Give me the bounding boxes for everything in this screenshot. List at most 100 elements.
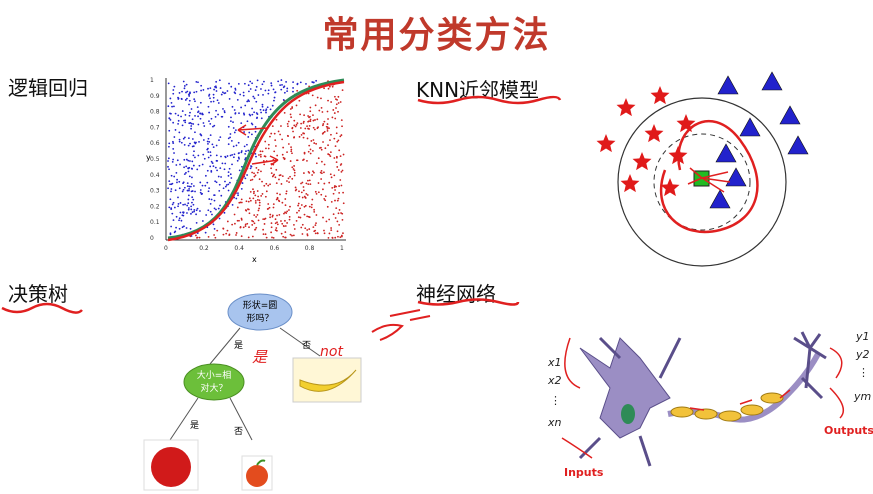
scatter-point [186, 97, 188, 100]
scatter-point [284, 219, 286, 222]
scatter-point [188, 99, 191, 102]
scatter-point [298, 209, 300, 212]
scatter-point [296, 211, 298, 214]
scatter-point [255, 226, 258, 229]
scatter-point [232, 145, 235, 148]
scatter-point [169, 118, 172, 121]
scatter-point [304, 204, 307, 207]
scatter-point [188, 188, 191, 190]
scatter-point [267, 184, 270, 187]
scatter-point [302, 189, 305, 192]
scatter-point [200, 193, 203, 195]
scatter-point [250, 165, 252, 167]
scatter-point [191, 160, 194, 163]
scatter-point [191, 145, 194, 148]
scatter-point [272, 88, 275, 91]
scatter-point [183, 225, 185, 228]
scatter-point [290, 146, 292, 149]
scatter-point [231, 223, 234, 226]
scatter-point [183, 143, 186, 146]
scatter-point [248, 197, 251, 200]
scatter-point [265, 147, 267, 150]
scatter-point [255, 100, 258, 103]
scatter-point [167, 165, 169, 168]
scatter-point [191, 118, 194, 121]
scatter-point [320, 172, 323, 175]
scatter-point [194, 156, 196, 159]
scatter-point [185, 91, 187, 94]
scatter-point [331, 116, 334, 119]
scatter-point [279, 193, 281, 196]
scatter-point [212, 100, 215, 103]
scatter-point [294, 186, 297, 189]
scatter-point [295, 219, 298, 222]
scatter-point [229, 136, 231, 139]
scatter-point [219, 204, 221, 207]
scatter-point [285, 81, 287, 83]
scatter-point [304, 227, 307, 230]
scatter-point [293, 136, 295, 139]
scatter-point [209, 154, 212, 157]
scatter-point [336, 230, 339, 233]
scatter-point [191, 176, 193, 179]
scatter-point [186, 182, 189, 184]
scatter-point [187, 198, 190, 201]
scatter-point [287, 125, 289, 128]
scatter-point [186, 189, 189, 192]
scatter-point [322, 216, 324, 219]
scatter-point [181, 190, 184, 193]
scatter-point [286, 122, 289, 125]
scatter-point [244, 225, 247, 227]
scatter-point [196, 106, 199, 109]
scatter-point [190, 108, 193, 110]
scatter-point [294, 189, 297, 192]
scatter-point [329, 155, 332, 158]
scatter-point [211, 143, 214, 146]
scatter-point [227, 183, 230, 186]
scatter-point [233, 153, 236, 156]
scatter-point [281, 83, 283, 86]
scatter-point [184, 99, 187, 101]
scatter-point [260, 88, 262, 90]
scatter-point [220, 194, 223, 197]
scatter-point [187, 137, 190, 140]
input-x2: x2 [547, 374, 562, 387]
scatter-point [265, 182, 268, 185]
scatter-point [329, 173, 332, 176]
scatter-point [207, 137, 210, 140]
y-tick-label: 0.2 [150, 203, 160, 210]
scatter-point [251, 82, 254, 85]
scatter-point [228, 98, 231, 100]
scatter-point [340, 134, 343, 136]
scatter-point [190, 208, 193, 211]
scatter-point [309, 148, 312, 151]
scatter-point [218, 79, 221, 82]
scatter-point [259, 153, 262, 156]
scatter-point [234, 112, 237, 115]
scatter-point [189, 160, 191, 162]
scatter-point [193, 150, 195, 153]
scatter-point [296, 122, 299, 125]
scatter-point [237, 156, 240, 159]
scatter-point [336, 220, 339, 223]
scatter-point [172, 158, 174, 161]
child-node [183, 363, 245, 401]
scatter-point [222, 227, 225, 230]
scatter-point [288, 181, 290, 184]
scatter-point [236, 159, 239, 162]
scatter-point [261, 103, 264, 106]
scatter-point [213, 194, 216, 197]
scatter-point [177, 196, 179, 199]
scatter-point [276, 196, 279, 199]
scatter-point [299, 127, 302, 129]
scatter-point [313, 208, 316, 211]
scatter-point [307, 115, 309, 117]
y-tick-label: 0.8 [150, 109, 160, 116]
scatter-point [230, 85, 233, 88]
scatter-point [258, 199, 261, 202]
scatter-point [244, 177, 247, 180]
scatter-point [204, 231, 207, 234]
x-tick-label: 0.2 [199, 245, 209, 252]
scatter-point [280, 88, 283, 91]
scatter-point [207, 156, 210, 159]
